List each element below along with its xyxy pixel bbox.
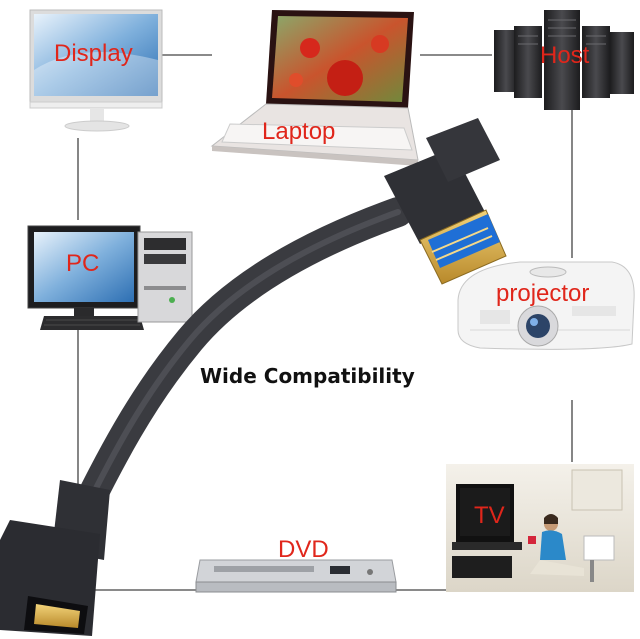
projector-label: projector <box>496 280 590 307</box>
projector-icon <box>457 261 635 350</box>
headline-text: Wide Compatibility <box>200 364 415 388</box>
tv-label: TV <box>474 502 505 529</box>
display-icon <box>29 9 163 132</box>
tv-room-icon <box>446 464 634 592</box>
display-label: Display <box>54 40 133 67</box>
dvd-player-icon <box>195 559 397 593</box>
host-label: Host <box>540 42 590 69</box>
server-icon <box>494 10 634 110</box>
dvd-label: DVD <box>278 536 329 563</box>
laptop-icon <box>210 10 419 166</box>
desktop-pc-icon <box>27 225 193 330</box>
displayport-cable-icon <box>0 118 507 636</box>
laptop-label: Laptop <box>262 118 336 145</box>
pc-label: PC <box>66 250 100 277</box>
